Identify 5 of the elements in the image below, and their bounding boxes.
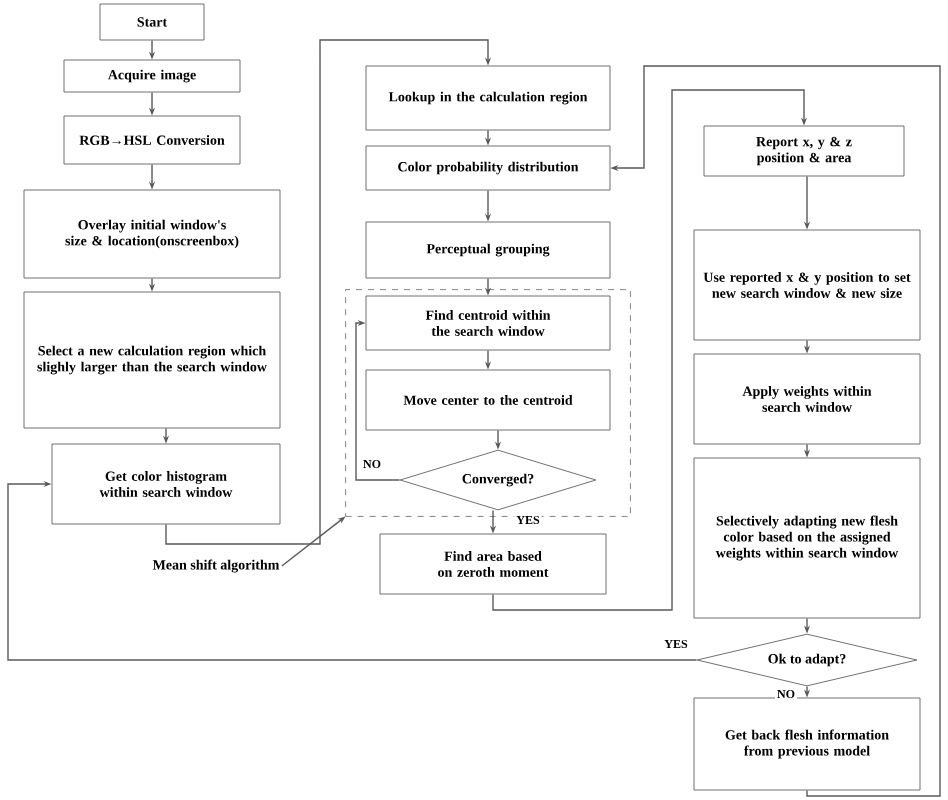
arrow	[165, 39, 492, 545]
arrow	[355, 319, 401, 481]
arrow	[492, 89, 808, 611]
arrow	[7, 480, 698, 661]
dashed-box	[345, 289, 631, 517]
